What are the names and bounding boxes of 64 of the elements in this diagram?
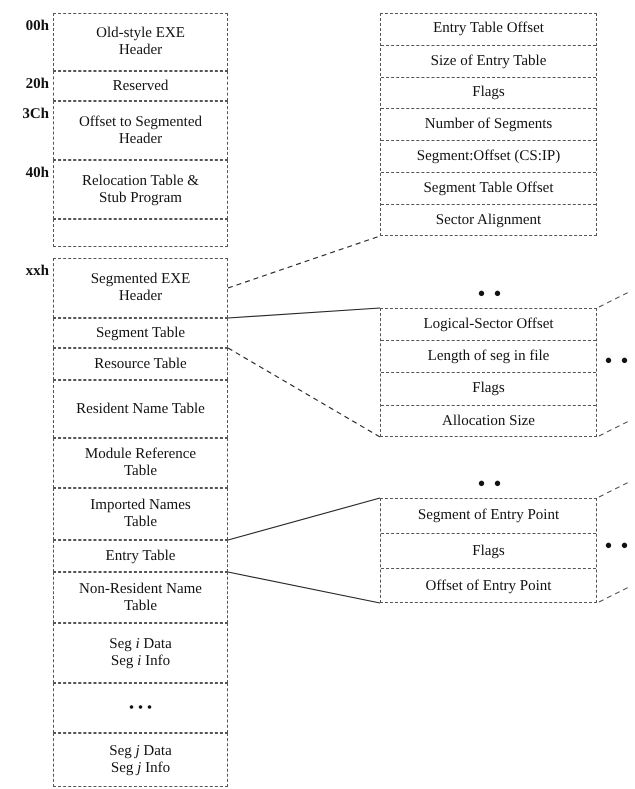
layout-block: [53, 380, 228, 438]
block-text: Seg i Data: [109, 636, 172, 653]
block-text: • • •: [128, 700, 152, 716]
block-text: Segmented EXE Header: [90, 271, 192, 305]
block-text: Entry Table Offset: [433, 20, 544, 38]
offset-label: xxh: [26, 263, 49, 280]
ellipsis-dots: • •: [478, 283, 504, 306]
block-text: Imported Names Table: [89, 497, 192, 531]
block-text: Old-style EXE Header: [95, 25, 186, 59]
layout-block: [53, 438, 228, 488]
block-text: Segment Table: [96, 324, 186, 342]
zoom-line: [228, 497, 380, 541]
layout-block: [53, 623, 228, 683]
block-text: Sector Alignment: [436, 212, 542, 229]
offset-label: 3Ch: [22, 106, 49, 123]
offset-label: 40h: [26, 165, 49, 182]
ellipsis-dots: • •: [478, 473, 504, 496]
block-text: Relocation Table & Stub Program: [81, 172, 200, 206]
block-text: Non-Resident Name Table: [78, 580, 203, 614]
block-text: Number of Segments: [424, 116, 552, 134]
zoom-line: [228, 571, 380, 604]
block-text: Flags: [472, 542, 505, 560]
block-text: Segment Table Offset: [423, 180, 554, 197]
layout-block: [53, 540, 228, 572]
block-text: Seg i Info: [110, 653, 170, 670]
layout-block: [53, 348, 228, 380]
block-text: Module Reference Table: [84, 446, 198, 480]
block-text: Allocation Size: [442, 412, 535, 430]
layout-block: [53, 572, 228, 623]
layout-block: [53, 258, 228, 318]
layout-block: [53, 160, 228, 219]
block-text: Length of seg in file: [428, 348, 550, 366]
ellipsis-dots: • •: [605, 350, 630, 373]
record-table: [380, 498, 597, 603]
block-text: Logical-Sector Offset: [423, 316, 554, 333]
offset-label: 00h: [26, 18, 49, 35]
zoom-line: [228, 348, 380, 438]
block-text: Flags: [472, 380, 505, 398]
block-text: Reserved: [112, 78, 168, 94]
zoom-line: [228, 235, 380, 289]
layout-block: [53, 101, 228, 160]
block-text: Resident Name Table: [76, 400, 205, 418]
layout-block: [53, 13, 228, 71]
block-text: Segment:Offset (CS:IP): [416, 148, 560, 166]
record-table: [380, 13, 597, 236]
layout-block: [53, 683, 228, 733]
layout-block: [53, 71, 228, 101]
block-text: Offset to Segmented Header: [78, 114, 204, 148]
block-text: Entry Table: [106, 548, 176, 564]
block-text: Seg j Data: [109, 743, 172, 760]
record-table: [380, 308, 597, 437]
zoom-line: [228, 307, 380, 319]
block-text: Segment of Entry Point: [418, 507, 560, 524]
block-text: Resource Table: [94, 356, 187, 372]
offset-label: 20h: [26, 76, 49, 93]
layout-block: [53, 488, 228, 540]
empty-block: [53, 219, 228, 247]
block-text: Offset of Entry Point: [426, 578, 552, 594]
layout-block: [53, 733, 228, 787]
ellipsis-dots: • •: [605, 535, 630, 558]
block-text: Flags: [472, 84, 505, 102]
block-text: Seg j Info: [110, 760, 170, 777]
layout-block: [53, 318, 228, 348]
block-text: Size of Entry Table: [430, 52, 546, 70]
